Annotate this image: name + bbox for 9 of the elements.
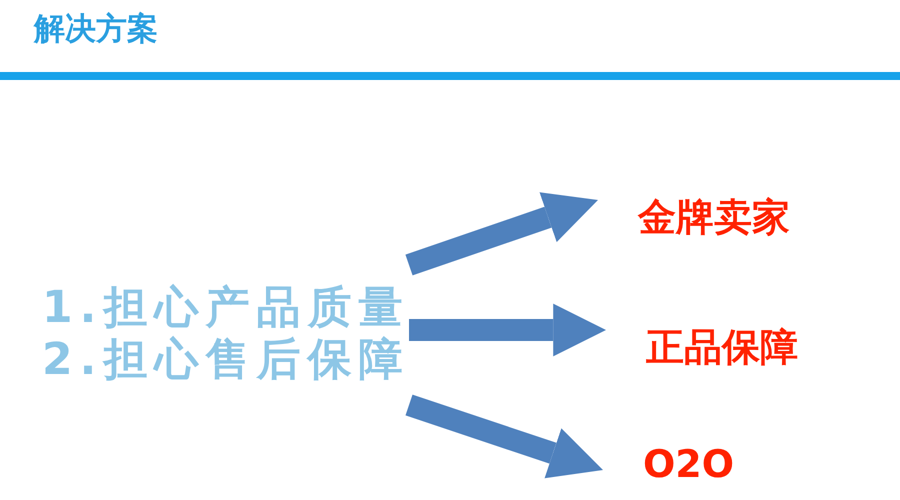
- slide-title: 解决方案: [34, 10, 158, 49]
- result-label: O2O: [643, 441, 734, 488]
- list-item: 2.担心售后保障: [42, 334, 410, 387]
- result-label: 金牌卖家: [638, 194, 790, 241]
- block-arrow: [409, 304, 606, 356]
- result-label: 正品保障: [646, 324, 798, 371]
- list-item: 1.担心产品质量: [42, 281, 410, 334]
- block-arrow: [406, 394, 603, 478]
- block-arrow: [405, 192, 598, 276]
